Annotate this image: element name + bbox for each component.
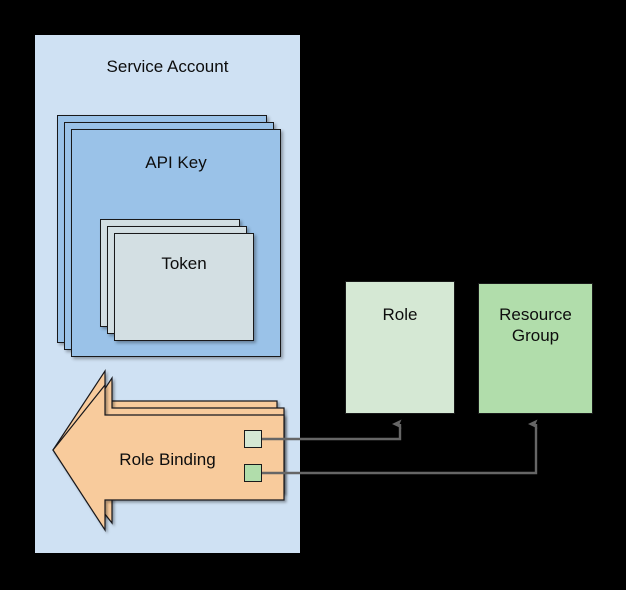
api-key-label: API Key bbox=[145, 153, 207, 172]
edge-role-binding-to-resource-group bbox=[262, 419, 538, 475]
token-label: Token bbox=[161, 254, 207, 273]
resource-group-label: Resource Group bbox=[484, 304, 587, 346]
role-box[interactable] bbox=[345, 281, 455, 414]
role-binding-resource-port[interactable] bbox=[244, 464, 262, 482]
role-binding-role-port[interactable] bbox=[244, 430, 262, 448]
role-binding-arrow-stack[interactable] bbox=[50, 368, 285, 533]
resource-group-label-line2: Group bbox=[511, 326, 560, 345]
service-account-label: Service Account bbox=[106, 57, 229, 76]
token-card[interactable] bbox=[114, 233, 254, 341]
role-label: Role bbox=[382, 305, 418, 324]
resource-group-label-line1: Resource bbox=[499, 305, 572, 324]
role-binding-label: Role Binding bbox=[119, 450, 216, 469]
resource-group-box[interactable] bbox=[478, 283, 593, 414]
